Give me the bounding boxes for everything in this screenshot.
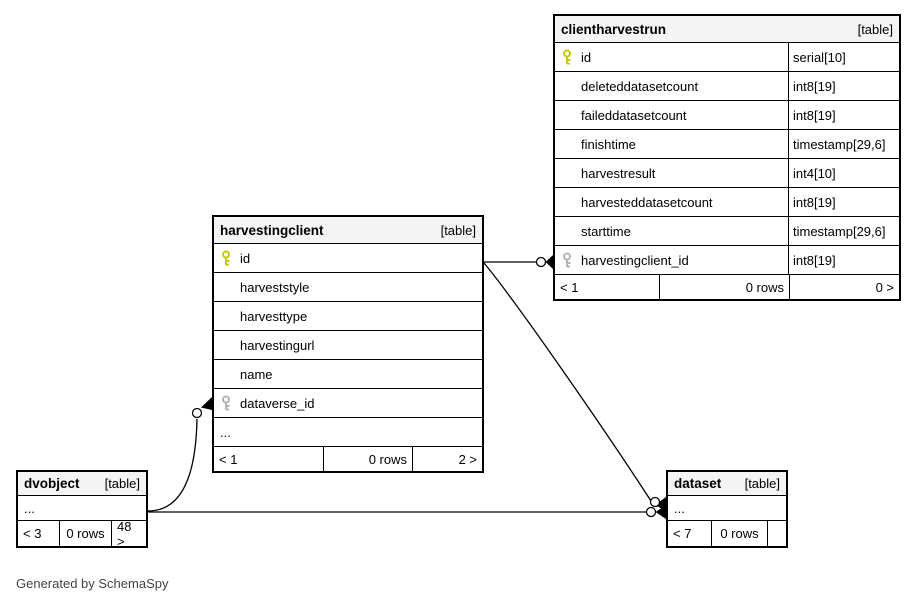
table-header-harvestingclient[interactable]: harvestingclient [table]: [214, 217, 482, 243]
table-dvobject: dvobject [table] ... < 3 0 rows 48 >: [16, 470, 148, 549]
pager-prev: < 1: [555, 275, 660, 299]
table-type-tag: [table]: [857, 21, 893, 37]
column-row-ellipsis[interactable]: ...: [668, 495, 786, 520]
pager: < 3 0 rows 48 >: [18, 518, 146, 549]
table-header-dvobject[interactable]: dvobject [table]: [18, 472, 146, 495]
column-name: starttime: [581, 223, 631, 239]
column-row-harvesteddatasetcount[interactable]: harvesteddatasetcount int8[19]: [555, 187, 899, 216]
column-row-finishtime[interactable]: finishtime timestamp[29,6]: [555, 129, 899, 158]
cardinality-circle-icon: [645, 506, 657, 518]
table-harvestingclient: harvestingclient [table] id harveststyle…: [212, 215, 484, 473]
pager-next: 0 >: [875, 279, 894, 295]
table-clientharvestrun: clientharvestrun [table] id serial[10] d…: [553, 14, 901, 301]
pager-next: 48 >: [117, 518, 132, 549]
column-type: timestamp[29,6]: [788, 130, 899, 158]
column-row-harveststyle[interactable]: harveststyle: [214, 272, 482, 301]
column-name: harvestresult: [581, 165, 656, 181]
column-name: id: [581, 49, 592, 65]
column-row-ellipsis[interactable]: ...: [18, 495, 146, 520]
column-row-harvestresult[interactable]: harvestresult int4[10]: [555, 158, 899, 187]
column-name: faileddatasetcount: [581, 107, 687, 123]
column-name: name: [240, 366, 273, 382]
pager-next: 2 >: [458, 451, 477, 467]
column-name: id: [240, 250, 251, 266]
column-row-harvesttype[interactable]: harvesttype: [214, 301, 482, 330]
cardinality-circle-icon: [191, 407, 203, 419]
pager-rowcount: 0 rows: [324, 447, 413, 471]
cardinality-circle-icon: [649, 496, 661, 508]
column-row-faileddatasetcount[interactable]: faileddatasetcount int8[19]: [555, 100, 899, 129]
pager-prev: < 1: [214, 447, 324, 471]
table-header-dataset[interactable]: dataset [table]: [668, 472, 786, 495]
column-name: harvesteddatasetcount: [581, 194, 713, 210]
more-columns-ellipsis: ...: [220, 424, 231, 440]
pager: < 1 0 rows 0 >: [555, 274, 899, 299]
column-type: timestamp[29,6]: [788, 217, 899, 245]
table-type-tag: [table]: [440, 222, 476, 238]
column-row-dataverse_id[interactable]: dataverse_id: [214, 388, 482, 417]
pager-rowcount: 0 rows: [660, 275, 790, 299]
column-type: int8[19]: [788, 246, 899, 274]
arrowhead-icon: [201, 397, 212, 410]
relation-harvestingclient-clientharvestrun: [484, 255, 553, 269]
table-title: clientharvestrun: [561, 21, 667, 37]
pager: < 1 0 rows 2 >: [214, 446, 482, 471]
table-header-clientharvestrun[interactable]: clientharvestrun [table]: [555, 16, 899, 42]
primary-key-icon: [563, 49, 571, 65]
column-type: int4[10]: [788, 159, 899, 187]
table-title: dataset: [674, 476, 722, 491]
column-type: int8[19]: [788, 101, 899, 129]
column-row-name[interactable]: name: [214, 359, 482, 388]
pager-rowcount: 0 rows: [60, 521, 112, 546]
more-columns-ellipsis: ...: [24, 500, 35, 516]
column-type: int8[19]: [788, 188, 899, 216]
column-row-harvestingclient_id[interactable]: harvestingclient_id int8[19]: [555, 245, 899, 274]
pager-prev: < 7: [668, 521, 712, 546]
column-row-starttime[interactable]: starttime timestamp[29,6]: [555, 216, 899, 245]
arrowhead-icon: [655, 497, 666, 511]
column-name: finishtime: [581, 136, 636, 152]
arrowhead-icon: [655, 505, 666, 519]
table-dataset: dataset [table] ... < 7 0 rows: [666, 470, 788, 548]
column-type: serial[10]: [788, 43, 899, 71]
cardinality-circle-icon: [535, 256, 547, 268]
table-title: harvestingclient: [220, 222, 324, 238]
column-row-ellipsis[interactable]: ...: [214, 417, 482, 446]
column-type: int8[19]: [788, 72, 899, 100]
table-title: dvobject: [24, 476, 80, 491]
more-columns-ellipsis: ...: [674, 500, 685, 516]
pager-prev: < 3: [18, 521, 60, 546]
table-type-tag: [table]: [744, 476, 780, 491]
column-name: harvestingurl: [240, 337, 315, 353]
relation-dvobject-dataset: [148, 505, 666, 519]
foreign-key-icon: [563, 252, 571, 268]
arrowhead-icon: [545, 255, 553, 269]
column-row-deleteddatasetcount[interactable]: deleteddatasetcount int8[19]: [555, 71, 899, 100]
pager-rowcount: 0 rows: [712, 521, 768, 546]
pager-next: [768, 521, 786, 546]
generator-credit: Generated by SchemaSpy: [16, 576, 169, 591]
column-row-id[interactable]: id serial[10]: [555, 42, 899, 71]
column-name: harvesttype: [240, 308, 308, 324]
column-name: harveststyle: [240, 279, 310, 295]
column-name: dataverse_id: [240, 395, 315, 411]
relationship-line: [147, 418, 198, 512]
table-type-tag: [table]: [104, 476, 140, 491]
pager: < 7 0 rows: [668, 520, 786, 546]
relation-dvobject-harvestingclient: [147, 397, 212, 512]
column-name: deleteddatasetcount: [581, 78, 699, 94]
column-name: harvestingclient_id: [581, 252, 689, 268]
foreign-key-icon: [222, 395, 230, 411]
column-row-harvestingurl[interactable]: harvestingurl: [214, 330, 482, 359]
column-row-id[interactable]: id: [214, 243, 482, 272]
primary-key-icon: [222, 250, 230, 266]
